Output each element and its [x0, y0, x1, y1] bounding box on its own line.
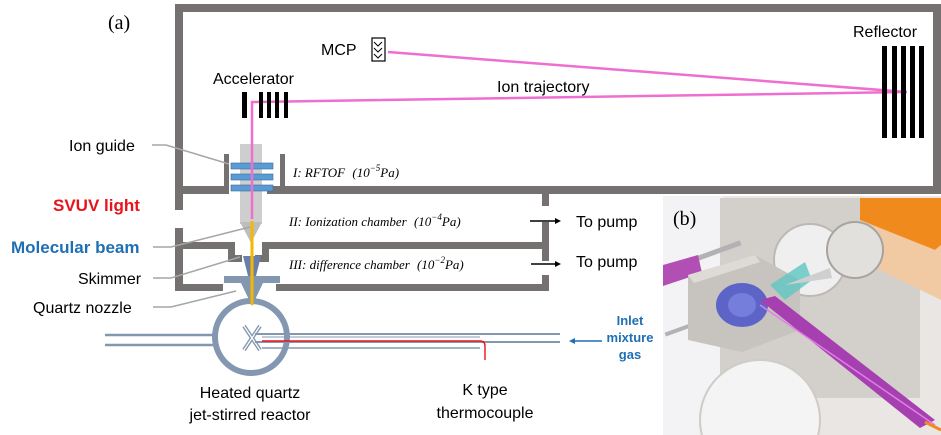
leader-lines	[152, 144, 251, 308]
difference-chamber-wall	[175, 249, 549, 291]
reactor-label-line2: jet-stirred reactor	[189, 407, 312, 424]
rftof-chamber-wall	[175, 4, 941, 194]
pump-arrow-II	[530, 218, 561, 224]
to-pump-label-II: To pump	[576, 214, 637, 231]
chamber-I-pressure-exp: −5	[370, 163, 381, 173]
reflector-plates	[882, 46, 924, 138]
chamber-label-III: III: difference chamber (10−2Pa)	[288, 255, 464, 272]
chamber-II-pressure-base: (10	[414, 214, 432, 229]
panel-label-a: (a)	[108, 12, 130, 34]
ion-guide-label: Ion guide	[69, 138, 135, 155]
quartz-nozzle-label: Quartz nozzle	[33, 300, 132, 317]
inlet-label-line1: Inlet	[617, 313, 644, 328]
accelerator-label: Accelerator	[213, 71, 295, 88]
chamber-II-pressure-exp: −4	[431, 212, 442, 222]
chamber-III-name: III: difference chamber	[288, 257, 411, 272]
mcp-label: MCP	[321, 42, 357, 59]
chamber-III-pressure-unit: Pa)	[444, 257, 464, 272]
outlet-tube	[105, 333, 216, 347]
panel-label-b: (b)	[673, 208, 696, 230]
chamber-I-pressure-unit: Pa)	[379, 165, 399, 180]
reactor-label-line1: Heated quartz	[200, 385, 301, 402]
chamber-II-name: II: Ionization chamber	[288, 214, 408, 229]
panel-b-render	[663, 196, 941, 435]
reflector-label: Reflector	[853, 24, 918, 41]
chamber-II-pressure-unit: Pa)	[441, 214, 461, 229]
chamber-III-pressure-base: (10	[417, 257, 435, 272]
inlet-label-line3: gas	[619, 347, 641, 362]
skimmer-label: Skimmer	[78, 271, 142, 288]
accelerator-plates	[242, 92, 288, 118]
ion-trajectory-label: Ion trajectory	[497, 79, 589, 96]
mcp-detector	[371, 37, 386, 62]
thermocouple-label-line1: K type	[462, 382, 507, 399]
pump-arrow-III	[531, 261, 561, 267]
thermocouple-label-line2: thermocouple	[437, 405, 534, 422]
ion-trajectory-path	[250, 50, 908, 219]
chamber-label-I: I: RFTOF (10−5Pa)	[292, 163, 399, 180]
chamber-I-pressure-base: (10	[352, 165, 370, 180]
svg-text:I: RFTOF (10−5Pa): I: RFTOF (10−5Pa)	[292, 163, 399, 180]
molecular-beam-label: Molecular beam	[11, 238, 140, 257]
svg-text:III: difference chamber: III: difference chamber (10−2Pa)	[288, 255, 464, 272]
svg-text:II: Ionization chamber (: II: Ionization chamber (10−4Pa)	[288, 212, 461, 229]
chamber-III-pressure-exp: −2	[434, 255, 445, 265]
inlet-label-line2: mixture	[607, 330, 654, 345]
svuv-light-label: SVUV light	[53, 196, 140, 215]
inlet-arrow	[569, 338, 602, 344]
chamber-label-II: II: Ionization chamber (10−4Pa)	[288, 212, 461, 229]
inlet-tube	[255, 333, 560, 349]
thermocouple-wire	[262, 340, 486, 360]
to-pump-label-III: To pump	[576, 254, 637, 271]
chamber-I-name: I: RFTOF	[292, 165, 346, 180]
